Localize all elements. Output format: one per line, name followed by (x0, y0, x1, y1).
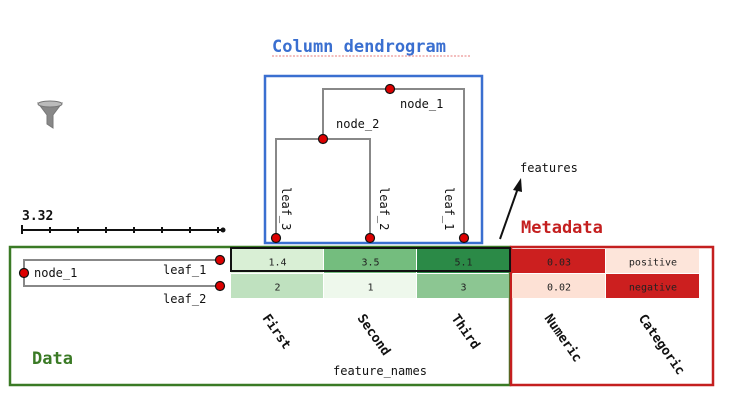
col-label-third: Third (448, 312, 483, 353)
features-label: features (520, 161, 578, 175)
col-node-2-label: node_2 (336, 117, 379, 131)
col-node-1[interactable] (384, 83, 396, 95)
data-cell-text-r2-c1: 2 (274, 283, 280, 294)
col-leaf-node-3[interactable] (458, 232, 470, 244)
col-leaf-label-1: leaf_3 (279, 187, 293, 230)
data-cell-r1-c1[interactable] (231, 249, 323, 273)
row-leaf-node-2[interactable] (214, 280, 226, 292)
features-arrow (499, 178, 522, 240)
col-node-1-label: node_1 (400, 97, 443, 111)
feature-names-label: feature_names (333, 364, 427, 378)
data-heatmap: 1.4 3.5 5.1 2 1 3 (231, 249, 509, 298)
filter-icon[interactable] (37, 100, 63, 129)
column-dendrogram-box (263, 74, 484, 245)
data-cell-text-r2-c3: 3 (460, 283, 466, 294)
col-label-second: Second (354, 312, 393, 359)
meta-cell-text-r2-c2: negative (629, 283, 677, 294)
data-cell-r2-c2[interactable] (324, 274, 416, 298)
column-tree-lines (275, 88, 465, 238)
data-cell-r1-c3[interactable] (417, 249, 509, 273)
col-leaf-node-2[interactable] (364, 232, 376, 244)
row-leaf-label-1: leaf_1 (163, 263, 206, 277)
scale-label: 3.32 (22, 209, 53, 224)
meta-cell-text-r2-c1: 0.02 (547, 283, 571, 294)
selected-row-highlight (230, 247, 511, 272)
metadata-box (509, 245, 715, 387)
data-cell-r2-c3[interactable] (417, 274, 509, 298)
meta-cell-r2-c1[interactable] (512, 274, 605, 298)
row-node-1[interactable] (18, 267, 30, 279)
metadata-heatmap: 0.03 positive 0.02 negative (512, 249, 699, 298)
data-cell-text-r2-c2: 1 (367, 283, 373, 294)
data-cell-r1-c2[interactable] (324, 249, 416, 273)
scale-bar (21, 225, 224, 234)
col-leaf-label-2: leaf_2 (377, 187, 391, 230)
col-leaf-node-1[interactable] (270, 232, 282, 244)
col-label-numeric: Numeric (541, 312, 585, 365)
col-leaf-label-3: leaf_1 (442, 187, 456, 230)
meta-cell-r2-c2[interactable] (606, 274, 699, 298)
row-leaf-node-1[interactable] (214, 254, 226, 266)
metadata-title: Metadata (521, 218, 603, 238)
scale-end-dot (220, 227, 226, 233)
data-title: Data (32, 349, 73, 369)
column-dendrogram-title: Column dendrogram (272, 37, 446, 57)
meta-cell-r1-c2[interactable] (606, 249, 699, 273)
meta-cell-text-r1-c1: 0.03 (547, 258, 571, 269)
col-label-first: First (259, 312, 294, 353)
data-cell-text-r1-c1: 1.4 (268, 258, 286, 269)
row-leaf-label-2: leaf_2 (163, 292, 206, 306)
data-cell-r2-c1[interactable] (231, 274, 323, 298)
row-node-1-label: node_1 (34, 266, 77, 280)
data-cell-text-r1-c3: 5.1 (454, 258, 472, 269)
data-cell-text-r1-c2: 3.5 (361, 258, 379, 269)
col-label-categoric: Categoric (635, 312, 688, 378)
col-node-2[interactable] (317, 133, 329, 145)
meta-cell-r1-c1[interactable] (512, 249, 605, 273)
meta-cell-text-r1-c2: positive (629, 258, 677, 269)
